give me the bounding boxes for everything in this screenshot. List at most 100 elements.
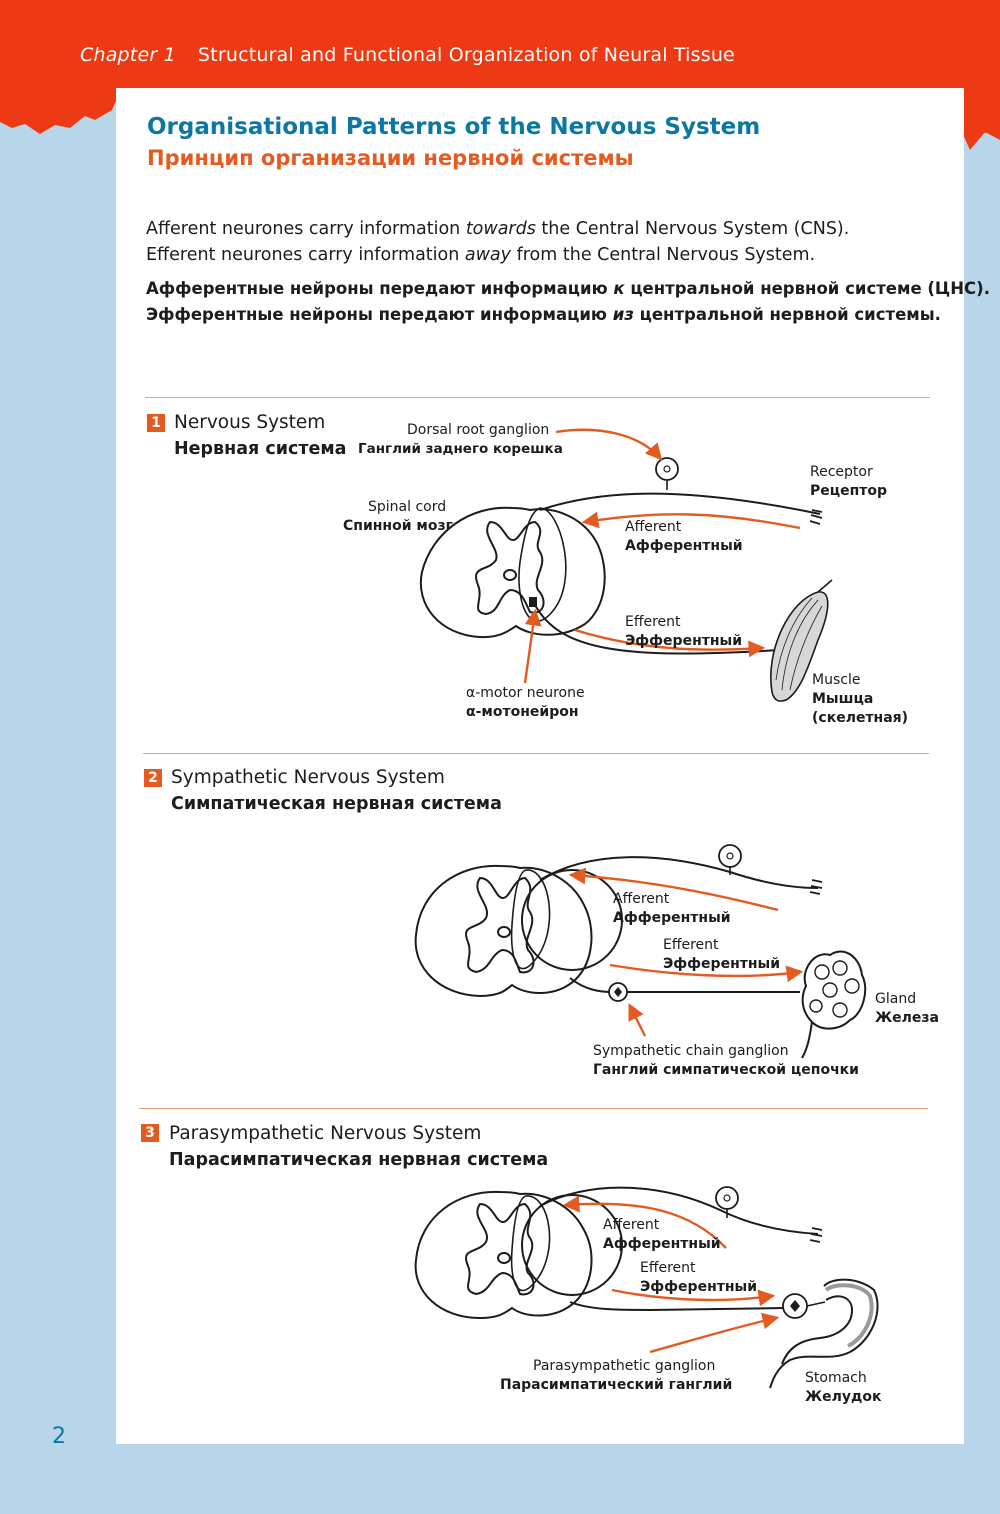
label-efferent: Efferent Эфферентный (625, 613, 742, 651)
efferent-fiber (534, 604, 781, 655)
stomach-icon (769, 1278, 879, 1389)
afferent-fiber (539, 492, 821, 515)
label-en: Afferent (625, 519, 682, 535)
intro-ru-text: Афферентные нейроны передают информацию (146, 279, 614, 298)
page-sheet (116, 88, 964, 1444)
arrow-efferent (611, 1288, 776, 1307)
label-parasympathetic-ganglion: Parasympathetic ganglion Парасимпатическ… (500, 1357, 732, 1395)
label-en: Sympathetic chain ganglion (593, 1043, 789, 1059)
intro-ru-text: центральной нервной системе (ЦНС). (624, 279, 990, 298)
chapter-number: Chapter 1 (80, 44, 176, 66)
arrow-parasympathetic-ganglion (649, 1312, 780, 1354)
label-ru: Железа (875, 1010, 939, 1026)
intro-ru-text: Эфферентные нейроны передают информацию (146, 305, 613, 324)
arrow-afferent (581, 511, 801, 530)
label-en: Parasympathetic ganglion (533, 1358, 716, 1374)
label-ru: (скелетная) (812, 710, 909, 726)
intro-en-text: from the Central Nervous System. (511, 245, 816, 265)
chapter-header: Chapter 1 Structural and Functional Organ… (80, 44, 735, 66)
diagram-1-somatic (419, 428, 833, 702)
receptor-endings-icon (809, 509, 823, 525)
intro-en-text: the Central Nervous System (CNS). (535, 219, 850, 239)
section-2-title-en: Sympathetic Nervous System (171, 767, 445, 788)
ganglion-ring (521, 1194, 623, 1296)
header-splash-graphic (0, 0, 1000, 150)
arrow-afferent (568, 867, 779, 912)
intro-en-line1: Afferent neurones carry information towa… (146, 216, 849, 242)
label-ru: Парасимпатический ганглий (500, 1377, 733, 1393)
label-ru: Эфферентный (640, 1279, 757, 1295)
section-1-badge: 1 (147, 414, 165, 432)
diagram-3-parasympathetic (414, 1186, 879, 1389)
section-divider (139, 1108, 928, 1109)
section-2-badge: 2 (144, 769, 162, 787)
label-ru: α-мотонейрон (466, 704, 579, 720)
label-sympathetic-chain-ganglion: Sympathetic chain ganglion Ганглий симпа… (593, 1042, 859, 1080)
arrow-motor (523, 608, 542, 684)
dorsal-root-ganglion-icon (655, 457, 679, 481)
intro-ru-line1: Афферентные нейроны передают информацию … (146, 276, 990, 302)
label-en: Muscle (812, 672, 861, 688)
page-number: 2 (52, 1424, 66, 1449)
ganglion-ring (521, 869, 623, 971)
intro-en-emphasis: away (464, 245, 512, 265)
label-ru: Эфферентный (663, 956, 780, 972)
label-efferent: Efferent Эфферентный (663, 936, 780, 974)
intro-en-line2: Efferent neurones carry information away… (146, 242, 815, 268)
label-ru: Афферентный (603, 1236, 721, 1252)
label-gland: Gland Железа (875, 990, 939, 1028)
label-ru: Афферентный (625, 538, 743, 554)
label-muscle: Muscle Мышца (скелетная) (812, 671, 908, 728)
section-1-title-ru: Нервная система (174, 439, 347, 459)
label-spinal-cord: Spinal cord (368, 498, 446, 517)
gland-icon (801, 950, 867, 1059)
intro-en-text: Efferent neurones carry information (146, 245, 465, 265)
chapter-title: Structural and Functional Organization o… (197, 44, 735, 66)
receptor-endings-icon (809, 1227, 823, 1243)
intro-ru-text: центральной нервной системы. (633, 305, 941, 324)
label-en: α-motor neurone (466, 685, 585, 701)
header-band (0, 0, 1000, 150)
label-en: Afferent (603, 1217, 660, 1233)
arrow-efferent (574, 628, 766, 658)
section-2-title-ru: Симпатическая нервная система (171, 794, 502, 814)
label-ru: Мышца (812, 691, 874, 707)
efferent-fiber (569, 977, 800, 993)
label-en: Dorsal root ganglion (407, 422, 550, 438)
section-3-title-ru: Парасимпатическая нервная система (169, 1150, 549, 1170)
arrow-chain (628, 1002, 647, 1037)
label-ru: Ганглий симпатической цепочки (593, 1062, 859, 1078)
spinal-cord-cross-section (414, 1190, 593, 1320)
label-dorsal-root-ganglion: Dorsal root ganglion (407, 421, 549, 440)
label-dorsal-root-ganglion-ru: Ганглий заднего корешка (358, 440, 563, 459)
intro-ru-emphasis: из (612, 305, 634, 324)
section-3-title-en: Parasympathetic Nervous System (169, 1123, 482, 1144)
efferent-fiber (569, 1301, 785, 1312)
afferent-fiber (539, 856, 819, 889)
dorsal-root-ganglion-icon (715, 1186, 739, 1210)
label-en: Receptor (810, 464, 873, 480)
spinal-cord-cross-section (414, 864, 593, 998)
diagram-2-sympathetic (414, 844, 867, 1059)
dorsal-root-ganglion-icon (718, 844, 742, 868)
label-en: Efferent (663, 937, 719, 953)
section-1-title-en: Nervous System (174, 412, 326, 433)
label-en: Efferent (640, 1260, 696, 1276)
label-en: Stomach (805, 1370, 867, 1386)
intro-ru-line2: Эфферентные нейроны передают информацию … (146, 302, 941, 328)
label-en: Efferent (625, 614, 681, 630)
section-divider (145, 397, 930, 398)
section-divider (143, 753, 929, 754)
label-receptor: Receptor Рецептор (810, 463, 887, 501)
receptor-endings-icon (809, 879, 823, 895)
label-spinal-cord-ru: Спинной мозг (343, 517, 453, 536)
arrow-afferent (562, 1195, 727, 1249)
label-ru: Рецептор (810, 483, 888, 499)
label-efferent: Efferent Эфферентный (640, 1259, 757, 1297)
label-ru: Ганглий заднего корешка (358, 441, 563, 457)
label-afferent: Afferent Афферентный (613, 890, 731, 928)
intro-en-text: Afferent neurones carry information (146, 219, 466, 239)
muscle-icon (770, 579, 833, 702)
label-en: Afferent (613, 891, 670, 907)
